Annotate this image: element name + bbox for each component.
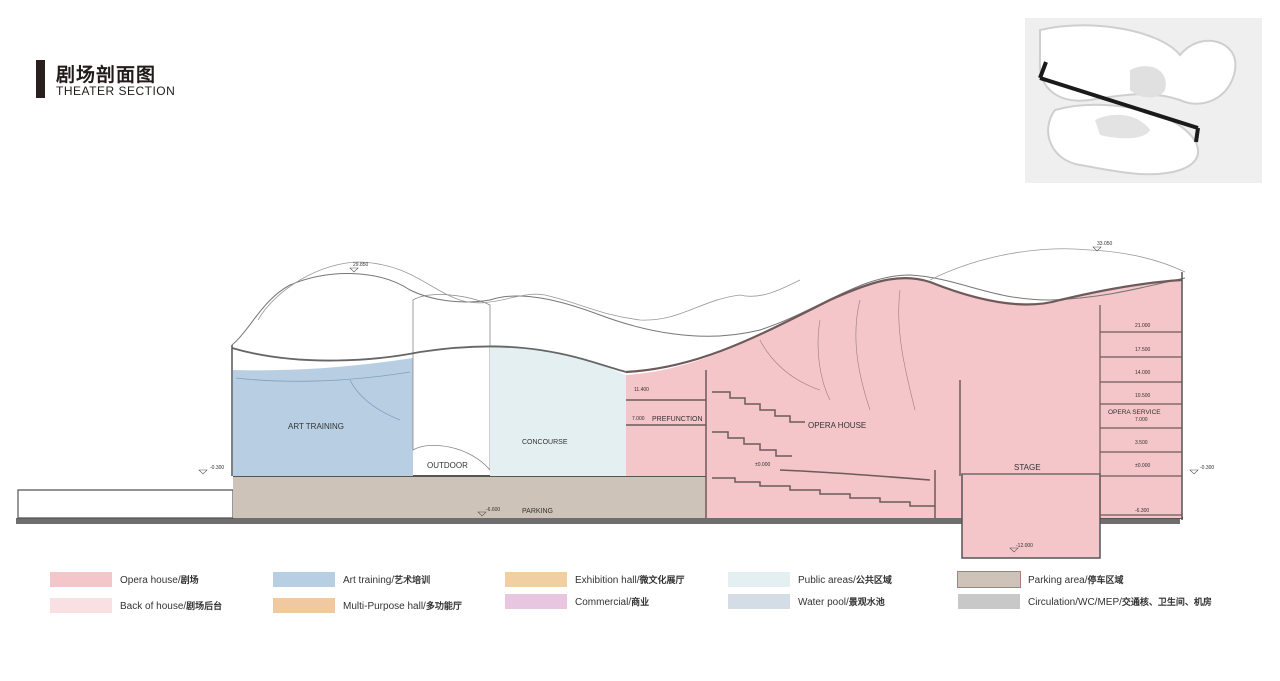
label-concourse: CONCOURSE <box>522 439 568 446</box>
concourse-zone <box>490 345 626 476</box>
legend-label-cn: 停车区域 <box>1087 575 1124 585</box>
level-service-2: 17.500 <box>1135 347 1151 353</box>
legend-label: Water pool/ <box>798 597 849 608</box>
page-title-en: THEATER SECTION <box>56 84 176 98</box>
legend-label: Opera house/ <box>120 575 181 586</box>
legend-item-exhibition: Exhibition hall/微文化展厅 <box>505 572 685 587</box>
legend-item-opera-house: Opera house/剧场 <box>50 572 199 587</box>
legend-item-art-training: Art training/艺术培训 <box>273 572 430 587</box>
legend-item-public-areas: Public areas/公共区域 <box>728 572 892 587</box>
legend-label: Parking area/ <box>1028 575 1088 586</box>
legend-swatch <box>505 594 567 609</box>
label-stage: STAGE <box>1014 463 1041 472</box>
legend-label: Circulation/WC/MEP/ <box>1028 597 1122 608</box>
legend-item-back-of-house: Back of house/剧场后台 <box>50 598 222 613</box>
level-markers: 29.850 33.050 -0.300 -0.300 -6.600 -12.0… <box>210 241 1214 549</box>
legend-item-water-pool: Water pool/景观水池 <box>728 594 885 609</box>
legend-label-cn: 商业 <box>631 597 650 607</box>
level-stage-pit: -12.000 <box>1016 543 1033 549</box>
level-roof-left: 29.850 <box>353 262 369 268</box>
legend-item-commercial: Commercial/商业 <box>505 594 649 609</box>
label-opera-service: OPERA SERVICE <box>1108 409 1161 416</box>
legend-label: Exhibition hall/ <box>575 575 640 586</box>
level-prefunction-upper: 11.400 <box>634 387 649 393</box>
legend-item-multi-purpose: Multi-Purpose hall/多功能厅 <box>273 598 462 613</box>
legend-label: Commercial/ <box>575 597 632 608</box>
page-title-cn: 剧场剖面图 <box>56 65 157 86</box>
legend-swatch <box>273 572 335 587</box>
label-art-training: ART TRAINING <box>288 422 344 431</box>
legend-label-cn: 剧场 <box>180 575 199 585</box>
label-prefunction: PREFUNCTION <box>652 416 703 423</box>
legend-swatch <box>50 598 112 613</box>
level-left-ground: -0.300 <box>210 465 224 471</box>
legend-item-circulation: Circulation/WC/MEP/交通核、卫生间、机房 <box>958 594 1212 609</box>
legend-label: Art training/ <box>343 575 395 586</box>
legend-label: Back of house/ <box>120 601 187 612</box>
legend-swatch <box>505 572 567 587</box>
legend-swatch <box>273 598 335 613</box>
label-opera-house: OPERA HOUSE <box>808 421 866 430</box>
legend-label-cn: 剧场后台 <box>186 601 223 611</box>
legend-label: Multi-Purpose hall/ <box>343 601 426 612</box>
legend-label-cn: 多功能厅 <box>425 601 462 611</box>
legend-item-parking-area: Parking area/停车区域 <box>957 571 1124 588</box>
level-service-1: 21.000 <box>1135 323 1151 329</box>
key-plan <box>1025 18 1262 183</box>
legend-swatch <box>50 572 112 587</box>
title-accent-bar <box>36 60 45 98</box>
level-service-6: 3.500 <box>1135 440 1148 446</box>
legend-label: Public areas/ <box>798 575 856 586</box>
level-service-8: -6.300 <box>1135 508 1149 514</box>
legend: Opera house/剧场 Back of house/剧场后台 Art tr… <box>50 571 1270 622</box>
level-opera-floor: ±0.000 <box>755 462 770 468</box>
service-floors <box>1099 305 1182 518</box>
level-parking: -6.600 <box>486 507 500 513</box>
level-service-3: 14.000 <box>1135 370 1151 376</box>
label-outdoor: OUTDOOR <box>427 461 468 470</box>
legend-swatch <box>957 571 1021 588</box>
level-prefunction-lower: 7.000 <box>632 416 645 422</box>
legend-label-cn: 景观水池 <box>848 597 885 607</box>
legend-swatch <box>728 594 790 609</box>
seating-tiers <box>626 370 961 518</box>
level-roof-right: 33.050 <box>1097 241 1113 247</box>
legend-label-cn: 交通核、卫生间、机房 <box>1121 597 1212 607</box>
level-service-7: ±0.000 <box>1135 463 1150 469</box>
level-right-ground: -0.300 <box>1200 465 1214 471</box>
label-parking: PARKING <box>522 508 553 515</box>
section-cut-line <box>1039 76 1199 130</box>
legend-label-cn: 公共区域 <box>855 575 892 585</box>
legend-swatch <box>958 594 1020 609</box>
art-training-zone <box>233 358 413 476</box>
ground-slab <box>16 518 1180 524</box>
legend-label-cn: 微文化展厅 <box>639 575 685 585</box>
level-service-5: 7.000 <box>1135 417 1148 423</box>
legend-swatch <box>728 572 790 587</box>
parking-zone <box>233 476 706 518</box>
level-service-4: 10.500 <box>1135 393 1151 399</box>
legend-label-cn: 艺术培训 <box>394 575 431 585</box>
